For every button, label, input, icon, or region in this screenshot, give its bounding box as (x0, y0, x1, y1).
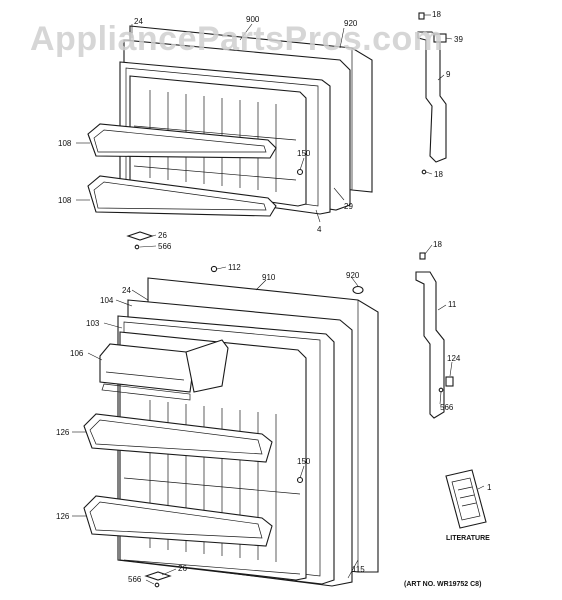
art-number: (ART NO. WR19752 C8) (404, 581, 481, 588)
part-labels: 24 900 920 108 108 150 29 4 26 566 18 39… (56, 10, 492, 588)
leader-lines (72, 14, 485, 585)
label-103: 103 (86, 319, 100, 328)
label-115: 115 (352, 565, 365, 574)
lower-hinge-bracket (415, 271, 445, 419)
label-566-upper: 566 (158, 242, 172, 251)
lower-hinge-screw-top (419, 252, 426, 260)
upper-hinge-screw-bottom (421, 169, 427, 175)
lower-hinge-pin-124 (445, 376, 454, 387)
label-106: 106 (70, 349, 84, 358)
label-112: 112 (228, 263, 241, 272)
label-900: 900 (246, 15, 260, 24)
label-150-lower: 150 (297, 457, 311, 466)
label-126-lower: 126 (56, 512, 70, 521)
label-18-top: 18 (432, 10, 441, 19)
label-18-lower-hinge: 18 (433, 240, 442, 249)
plug-920 (352, 285, 364, 295)
label-566-lower: 566 (128, 575, 142, 584)
freezer-door-assembly (87, 25, 373, 250)
freezer-screw-566 (134, 244, 140, 250)
freezer-shelf-lower (87, 175, 277, 217)
screw-112 (210, 265, 218, 273)
label-126-upper: 126 (56, 428, 70, 437)
literature-booklet (445, 469, 487, 529)
freezer-stop-26 (126, 231, 154, 241)
freezer-shelf-upper (87, 123, 277, 159)
label-39: 39 (454, 35, 463, 44)
label-920-lower: 920 (346, 271, 360, 280)
upper-hinge-assembly (417, 12, 447, 175)
label-108-upper: 108 (58, 139, 72, 148)
label-124: 124 (447, 354, 461, 363)
label-9: 9 (446, 70, 451, 79)
lower-hinge-screw-566 (438, 387, 444, 393)
label-104: 104 (100, 296, 114, 305)
freezer-screw-150 (296, 168, 304, 176)
lower-hinge-assembly (415, 252, 454, 419)
label-910: 910 (262, 273, 276, 282)
label-29: 29 (344, 202, 353, 211)
dairy-compartment-106 (99, 339, 229, 401)
label-1: 1 (487, 483, 492, 492)
fresh-food-shelf-upper (83, 413, 273, 463)
label-108-lower: 108 (58, 196, 72, 205)
label-24-lower: 24 (122, 286, 131, 295)
label-26-lower: 26 (178, 564, 187, 573)
label-18-bottom: 18 (434, 170, 443, 179)
label-11: 11 (448, 300, 457, 309)
literature-label: LITERATURE (446, 535, 490, 542)
label-24-upper: 24 (134, 17, 143, 26)
label-920-upper: 920 (344, 19, 358, 28)
label-566-lower-hinge: 566 (440, 403, 454, 412)
fresh-food-door-assembly (83, 265, 379, 588)
fresh-food-screw-566 (154, 582, 160, 588)
label-26-upper: 26 (158, 231, 167, 240)
label-150-upper: 150 (297, 149, 311, 158)
watermark: AppliancePartsPros.com (30, 20, 443, 58)
fresh-food-shelf-lower (83, 495, 273, 547)
upper-hinge-screw-top (418, 12, 425, 20)
fresh-food-screw-150 (296, 476, 304, 484)
label-4: 4 (317, 225, 322, 234)
